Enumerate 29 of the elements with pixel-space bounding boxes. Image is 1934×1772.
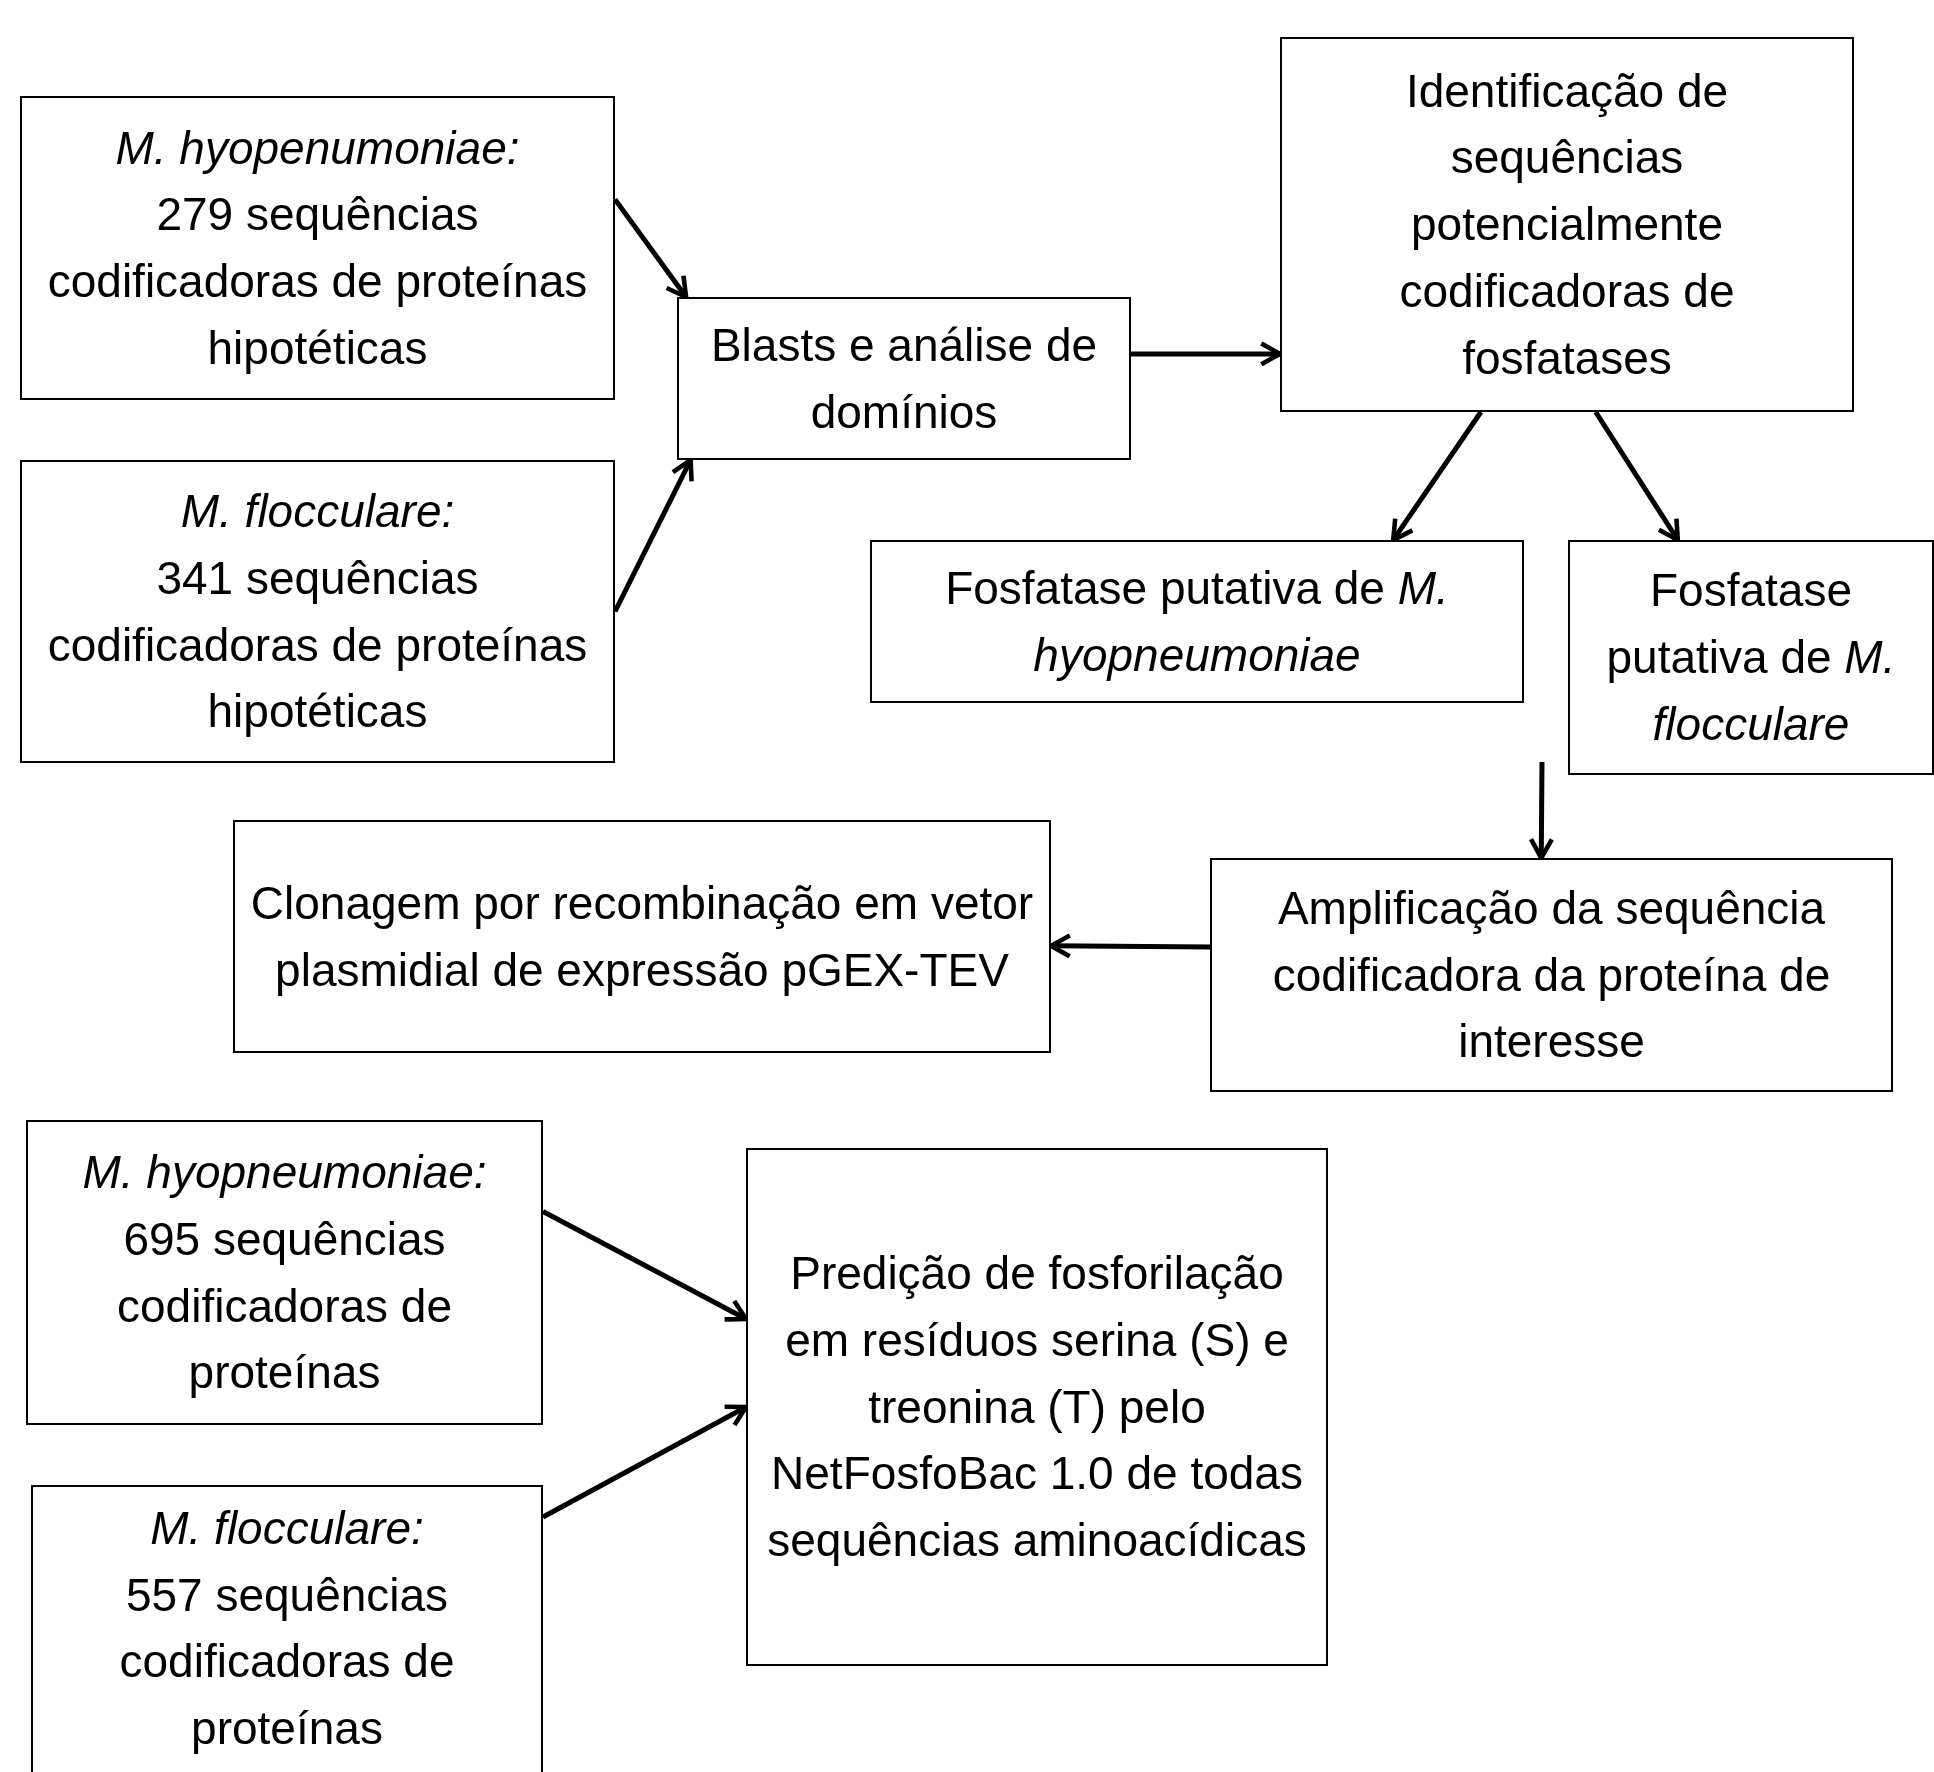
process-box xyxy=(20,96,615,400)
arrow xyxy=(1528,762,1555,861)
arrow xyxy=(1593,410,1681,543)
box-text: 557 sequências codificadoras de proteínas xyxy=(118,1567,456,1757)
process-box xyxy=(746,1148,1328,1666)
species-heading: M. flocculare: xyxy=(180,484,455,540)
box-text: 279 sequências codificadoras de proteínas hipotéticas xyxy=(46,187,589,376)
species-heading: M. hyopenumoniae: xyxy=(115,120,520,176)
process-box xyxy=(20,460,615,763)
species-heading: M. hyopneumoniae: xyxy=(82,1145,487,1201)
box-text: Clonagem por recombinação em vetor plasmidial de expressão pGEX-TEV xyxy=(249,875,1035,998)
box-text: Blasts e análise de domínios xyxy=(709,317,1099,440)
process-box xyxy=(1568,540,1934,775)
box-text: Fosfatase putativa de M. flocculare xyxy=(1605,563,1897,752)
box-text: Fosfatase putativa de M. hyopneumoniae xyxy=(944,560,1450,683)
process-box xyxy=(1280,37,1854,412)
process-box xyxy=(26,1120,543,1425)
box-text: 341 sequências codificadoras de proteínas hipotéticas xyxy=(46,550,589,740)
box-text: Identificação de sequências potencialmente codificadoras de fosfatases xyxy=(1398,63,1736,386)
process-box xyxy=(233,820,1051,1053)
process-box xyxy=(870,540,1524,703)
box-text: Predição de fosforilação em resíduos serina (S) e treonina (T) pelo NetFosfoBac 1.0 de todas sequências aminoacídicas xyxy=(766,1246,1308,1569)
species-heading: M. flocculare: xyxy=(150,1501,424,1556)
process-box xyxy=(1210,858,1893,1092)
process-box xyxy=(677,297,1131,460)
box-text: 695 sequências codificadoras de proteínas xyxy=(116,1211,453,1401)
process-box xyxy=(31,1485,543,1772)
arrow xyxy=(1390,410,1483,543)
box-text: Amplificação da sequência codificadora da proteína de interesse xyxy=(1271,880,1832,1070)
